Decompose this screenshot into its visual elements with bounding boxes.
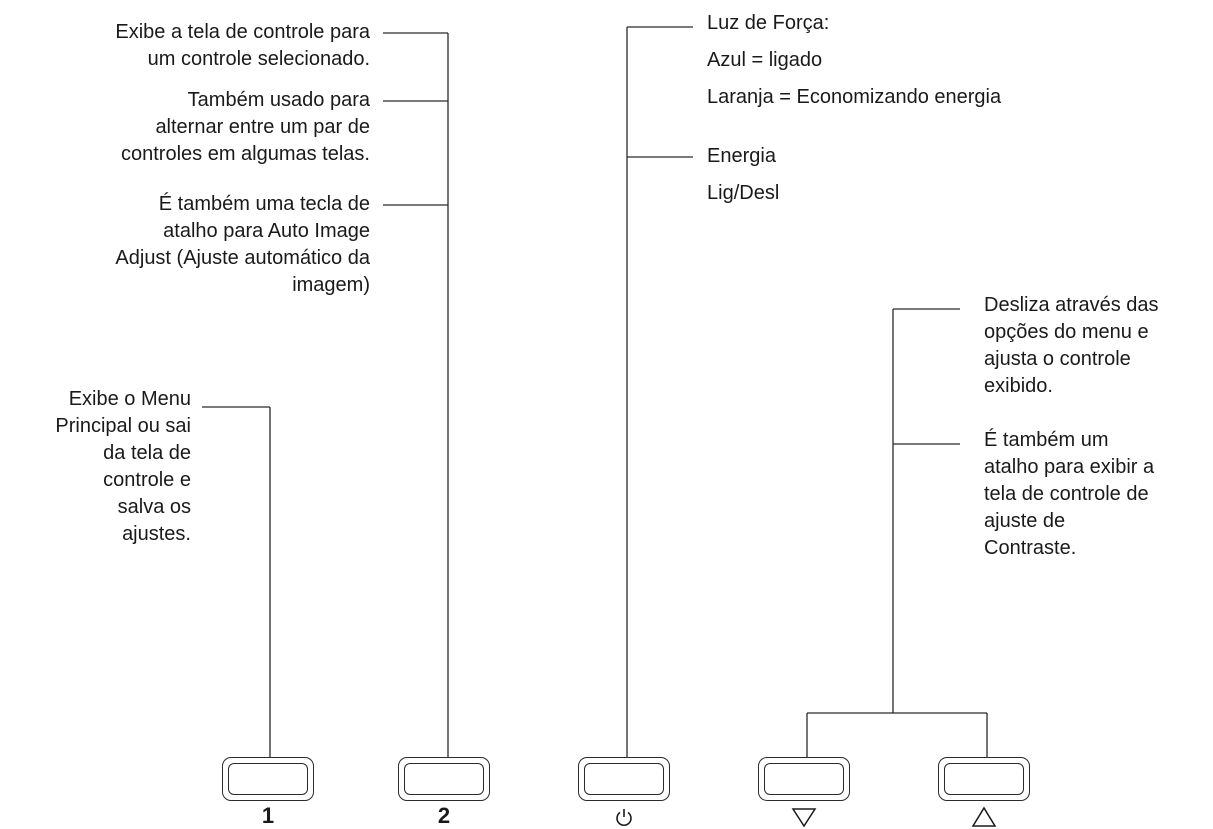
callout-text: tela de controle de bbox=[984, 483, 1149, 505]
callout-key2-toggle: Também usado para alternar entre um par … bbox=[121, 87, 370, 168]
power-icon bbox=[616, 809, 632, 826]
triangle-up-icon bbox=[971, 806, 997, 827]
callout-text: Também usado para bbox=[187, 89, 370, 111]
key-1-label: 1 bbox=[261, 803, 275, 828]
callout-text: Desliza através das bbox=[984, 294, 1159, 316]
callout-text: ajuste de bbox=[984, 510, 1066, 532]
callout-text: Principal ou sai bbox=[55, 415, 191, 437]
up-button-face bbox=[944, 763, 1024, 795]
callout-text: controle e bbox=[103, 469, 191, 491]
key-2-label: 2 bbox=[437, 803, 451, 828]
callout-text: opções do menu e bbox=[984, 321, 1149, 343]
callout-power-light: Luz de Força: Azul = ligado Laranja = Ec… bbox=[707, 5, 1001, 116]
callout-text: É também uma tecla de bbox=[158, 193, 370, 215]
callout-key1-menu: Exibe o Menu Principal ou sai da tela de… bbox=[55, 386, 191, 548]
callout-text: Azul = ligado bbox=[707, 49, 823, 71]
up-button[interactable] bbox=[938, 757, 1030, 801]
down-button-face bbox=[764, 763, 844, 795]
key-1-button[interactable] bbox=[222, 757, 314, 801]
callout-key2-auto-adjust: É também uma tecla de atalho para Auto I… bbox=[115, 191, 370, 299]
callout-power-button: Energia Lig/Desl bbox=[707, 138, 779, 212]
callout-text: Adjust (Ajuste automático da bbox=[115, 247, 370, 269]
callout-text: um controle selecionado. bbox=[147, 48, 370, 70]
down-button[interactable] bbox=[758, 757, 850, 801]
power-button-face bbox=[584, 763, 664, 795]
callout-text: Luz de Força: bbox=[707, 12, 830, 34]
key-1-button-face bbox=[228, 763, 308, 795]
callout-text: Lig/Desl bbox=[707, 182, 780, 204]
callout-text: exibido. bbox=[984, 375, 1053, 397]
callout-text: Energia bbox=[707, 145, 776, 167]
callout-text: Contraste. bbox=[984, 537, 1077, 559]
callout-text: ajustes. bbox=[122, 523, 191, 545]
callout-text: Exibe o Menu bbox=[68, 388, 191, 410]
callout-text: da tela de bbox=[103, 442, 191, 464]
callout-arrows-scroll: Desliza através das opções do menu e aju… bbox=[984, 292, 1159, 400]
callout-text: salva os bbox=[117, 496, 191, 518]
callout-text: Exibe a tela de controle para bbox=[115, 21, 370, 43]
callout-text: Laranja = Economizando energia bbox=[707, 86, 1002, 108]
key-2-button[interactable] bbox=[398, 757, 490, 801]
callout-text: ajusta o controle bbox=[984, 348, 1131, 370]
callout-text: É também um bbox=[984, 429, 1109, 451]
callout-text: alternar entre um par de bbox=[155, 116, 370, 138]
callout-text: atalho para Auto Image bbox=[163, 220, 370, 242]
triangle-down-icon bbox=[791, 808, 817, 828]
callout-text: atalho para exibir a bbox=[984, 456, 1155, 478]
callout-key2-display-control: Exibe a tela de controle para um control… bbox=[115, 19, 370, 73]
callout-text: controles em algumas telas. bbox=[120, 143, 370, 165]
callout-arrows-contrast: É também um atalho para exibir a tela de… bbox=[984, 427, 1154, 562]
key-2-button-face bbox=[404, 763, 484, 795]
power-button[interactable] bbox=[578, 757, 670, 801]
callout-text: imagem) bbox=[292, 274, 370, 296]
